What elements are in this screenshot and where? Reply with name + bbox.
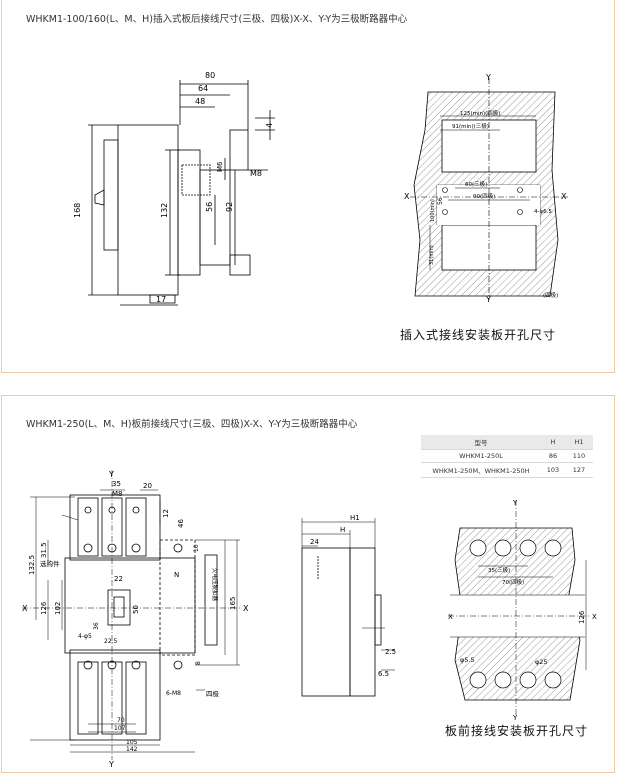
dim-132: 132	[160, 203, 169, 218]
top-axis-x-right: X	[561, 192, 567, 201]
dim-h1: H1	[350, 514, 360, 522]
bottom-axis-y-bottom: Y	[108, 760, 114, 769]
dim-22-5: 22.5	[104, 638, 118, 645]
dim-165: 165	[229, 597, 237, 610]
label-125min: 125(min)(四极)	[460, 109, 500, 117]
col-h1: H1	[565, 435, 593, 450]
bottom-right-axis-y-bottom: Y	[512, 714, 518, 722]
bottom-panel-title: WHKM1-250(L、M、H)板前接线尺寸(三极、四极)X-X、Y-Y为三极断…	[26, 419, 358, 430]
label-56: 56	[437, 197, 444, 205]
dim-12: 12	[162, 509, 170, 518]
bottom-axis-y-top: Y	[108, 470, 114, 479]
dim-64: 64	[198, 84, 208, 93]
dim-142: 142	[126, 746, 138, 753]
bottom-axis-x-left: X	[22, 604, 28, 613]
side-body	[301, 547, 351, 697]
dim-70: 70	[117, 717, 125, 724]
label-126: 126	[578, 610, 586, 624]
label-4-phi5: 4-φ5	[78, 633, 92, 640]
lower-terminal-block	[69, 649, 161, 741]
dim-24: 24	[310, 538, 319, 546]
dim-4: 4	[265, 123, 274, 128]
cell-model: WHKM1-250M、WHKM1-250H	[421, 462, 541, 478]
label-phi5-5: φ5.5	[460, 656, 475, 664]
dim-36: 36	[93, 622, 100, 630]
top-axis-x-left: X	[404, 192, 410, 201]
dim-10: 10	[193, 544, 200, 552]
dim-132-5: 132.5	[28, 555, 36, 575]
label-4phi6-5: 4-φ6.5	[534, 209, 552, 215]
bottom-right-cutout	[448, 500, 590, 715]
label-side: 欠电压脱扣器	[211, 568, 219, 602]
label-four-pole-bottom: 四极	[206, 689, 220, 698]
bottom-front-view	[22, 470, 240, 760]
label-phi25: φ25	[535, 658, 548, 666]
label-91min: 91(min)(三极)	[452, 122, 489, 130]
label-60: 60(三极)	[465, 180, 487, 188]
dim-31-5: 31.5	[40, 542, 48, 558]
table-row: WHKM1-250L 86 110	[421, 449, 593, 463]
dim-56: 56	[205, 202, 214, 212]
label-70-4p: 70(四极)	[502, 578, 524, 586]
dim-20: 20	[143, 482, 152, 490]
dim-92: 92	[225, 202, 234, 212]
bottom-side-view	[301, 518, 395, 697]
label-optional: 选购件	[40, 559, 60, 568]
dim-6-5: 6.5	[378, 670, 389, 678]
cell-h1: 127	[565, 462, 593, 478]
dim-8: 8	[195, 661, 202, 665]
cell-model: WHKM1-250L	[421, 449, 541, 463]
spec-table: 型号 H H1 WHKM1-250L 86 110 WHKM1-250M、WHK…	[421, 435, 593, 478]
label-100min: 100(min)	[430, 199, 436, 222]
dim-80: 80	[205, 71, 215, 80]
dim-46: 46	[177, 519, 185, 528]
top-left-side-view	[88, 80, 275, 306]
top-right-cutout	[410, 78, 568, 300]
label-6-m8: 6-M8	[166, 690, 181, 697]
dim-35: 35	[112, 480, 121, 488]
dim-h: H	[340, 526, 345, 534]
dim-105: 105	[126, 739, 138, 746]
label-n: N	[174, 571, 179, 579]
label-35-3p: 35(三极)	[488, 566, 510, 574]
spec-table-header: 型号 H H1	[421, 435, 593, 450]
dim-50: 50	[132, 605, 140, 614]
dim-2-5: 2.5	[385, 648, 396, 656]
handle	[94, 189, 105, 206]
dim-107: 107	[114, 725, 126, 732]
col-h: H	[541, 435, 565, 450]
dim-17: 17	[156, 295, 166, 304]
dim-102: 102	[54, 602, 62, 615]
label-31min: 31(min)	[429, 245, 435, 265]
dim-126: 126	[40, 601, 48, 615]
top-axis-y-top: Y	[485, 73, 491, 82]
bottom-right-axis-x-right: X	[592, 613, 597, 621]
bottom-right-axis-y-top: Y	[512, 499, 518, 507]
col-model: 型号	[421, 435, 541, 450]
cell-h: 103	[541, 462, 565, 478]
front-handle	[107, 589, 131, 626]
cell-h: 86	[541, 449, 565, 463]
dim-22: 22	[114, 575, 123, 583]
dim-168: 168	[73, 203, 82, 218]
upper-terminal-block	[69, 494, 161, 561]
top-panel-title: WHKM1-100/160(L、M、H)插入式板后接线尺寸(三极、四极)X-X、…	[26, 14, 408, 25]
table-row: WHKM1-250M、WHKM1-250H 103 127	[421, 462, 593, 478]
bottom-caption: 板前接线安装板开孔尺寸	[445, 724, 589, 738]
dim-48: 48	[195, 97, 205, 106]
label-90: 90(四极)	[473, 192, 495, 200]
dim-m8: M8	[250, 169, 262, 178]
dim-m6: M6	[216, 161, 224, 172]
top-axis-y-bottom: Y	[485, 295, 491, 304]
cell-h1: 110	[565, 449, 593, 463]
bottom-right-axis-x-left: X	[448, 613, 453, 621]
dim-m8: M8	[112, 490, 123, 498]
label-four-pole: (四极)	[543, 291, 558, 299]
bottom-axis-x-right: X	[243, 604, 249, 613]
top-caption: 插入式接线安装板开孔尺寸	[400, 328, 557, 342]
